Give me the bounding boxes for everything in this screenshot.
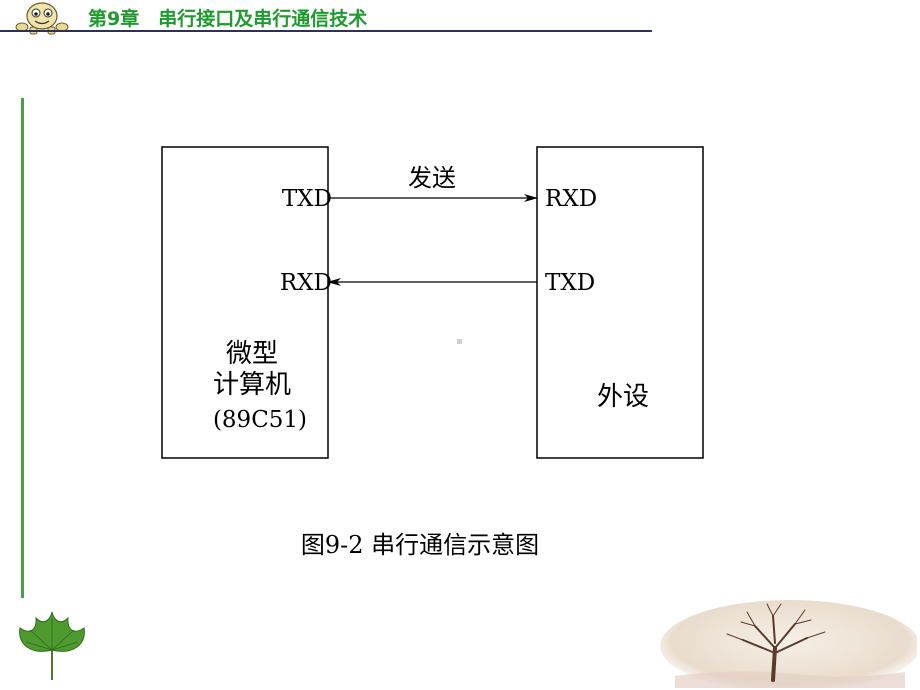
right-rxd-label: RXD bbox=[545, 186, 597, 212]
tree-picture bbox=[660, 600, 917, 688]
header-rule bbox=[0, 30, 652, 32]
page-title: 第9章 串行接口及串行通信技术 bbox=[88, 8, 368, 30]
microcomputer-model-label: (89C51) bbox=[213, 407, 307, 433]
send-label: 发送 bbox=[408, 164, 456, 192]
figure-caption: 图9-2 串行通信示意图 bbox=[301, 531, 539, 559]
left-rxd-label: RXD bbox=[280, 270, 332, 296]
side-rule bbox=[21, 98, 24, 598]
microcomputer-box bbox=[161, 146, 329, 459]
left-txd-label: TXD bbox=[282, 186, 332, 212]
peripheral-label: 外设 bbox=[597, 382, 649, 412]
right-txd-label: TXD bbox=[545, 270, 595, 296]
leaf-icon bbox=[19, 611, 85, 680]
center-dot bbox=[457, 339, 462, 344]
microcomputer-label-line1: 微型 bbox=[226, 339, 278, 369]
microcomputer-label-line2: 计算机 bbox=[213, 370, 291, 400]
peripheral-box bbox=[536, 146, 704, 459]
